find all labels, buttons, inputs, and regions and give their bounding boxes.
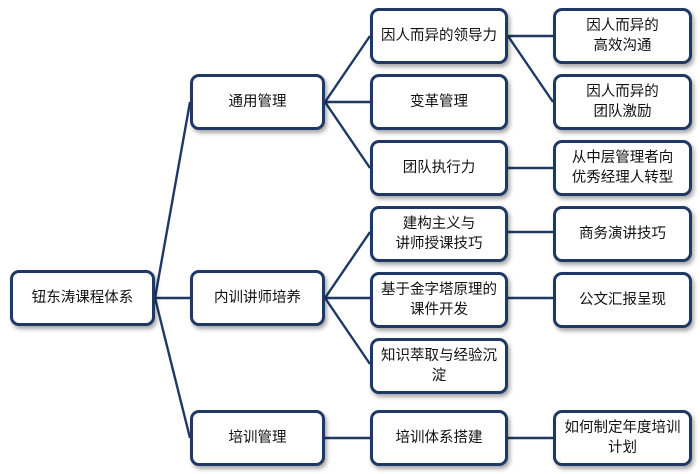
connector-general-leadership	[324, 35, 371, 103]
topic-change-management-label: 变革管理	[410, 94, 468, 110]
outcome-team-motivation: 因人而异的 团队激励	[553, 74, 692, 130]
branch-trainer-development: 内训讲师培养	[190, 270, 325, 326]
outcome-team-motivation-label: 因人而异的 团队激励	[586, 84, 659, 120]
outcome-efficient-communication: 因人而异的 高效沟通	[553, 8, 692, 64]
connector-trainer-extraction	[324, 297, 371, 365]
topic-constructivism: 建构主义与 讲师授课技巧	[370, 206, 508, 262]
outcome-efficient-communication-label: 因人而异的 高效沟通	[586, 18, 659, 54]
connector-trainer-constructivism	[324, 231, 371, 299]
outcome-manager-transformation-label: 从中层管理者向 优秀经理人转型	[571, 150, 674, 186]
connector-general-execution	[324, 101, 371, 169]
outcome-annual-training-plan: 如何制定年度培训 计划	[553, 410, 692, 466]
branch-general-management-label: 通用管理	[228, 94, 287, 110]
outcome-report-presentation-label: 公文汇报呈现	[579, 292, 666, 308]
outcome-business-speech-label: 商务演讲技巧	[579, 226, 666, 242]
outcome-report-presentation: 公文汇报呈现	[553, 272, 692, 328]
branch-general-management: 通用管理	[190, 74, 325, 130]
connector-leadership-motivation	[507, 35, 554, 103]
topic-training-system: 培训体系搭建	[370, 410, 508, 466]
branch-training-management: 培训管理	[190, 410, 325, 466]
root-node: 钮东涛课程体系	[10, 270, 155, 326]
root-label: 钮东涛课程体系	[31, 290, 134, 306]
outcome-annual-training-plan-label: 如何制定年度培训 计划	[564, 420, 681, 456]
branch-trainer-development-label: 内训讲师培养	[214, 290, 301, 306]
topic-team-execution: 团队执行力	[370, 140, 508, 196]
topic-knowledge-extraction: 知识萃取与经验沉 淀	[370, 338, 508, 394]
topic-constructivism-label: 建构主义与 讲师授课技巧	[395, 216, 483, 252]
topic-knowledge-extraction-label: 知识萃取与经验沉 淀	[381, 348, 497, 384]
topic-change-management: 变革管理	[370, 74, 508, 130]
branch-training-management-label: 培训管理	[228, 430, 287, 446]
topic-leadership-label: 因人而异的领导力	[381, 28, 497, 44]
outcome-business-speech: 商务演讲技巧	[553, 206, 692, 262]
topic-pyramid-courseware-label: 基于金字塔原理的 课件开发	[381, 282, 497, 318]
topic-leadership: 因人而异的领导力	[370, 8, 508, 64]
topic-team-execution-label: 团队执行力	[402, 160, 476, 176]
connector-root-training	[153, 297, 192, 439]
topic-pyramid-courseware: 基于金字塔原理的 课件开发	[370, 272, 508, 328]
outcome-manager-transformation: 从中层管理者向 优秀经理人转型	[553, 140, 692, 196]
topic-training-system-label: 培训体系搭建	[395, 430, 483, 446]
connector-root-general	[153, 101, 192, 299]
connector-lines	[153, 34, 554, 440]
